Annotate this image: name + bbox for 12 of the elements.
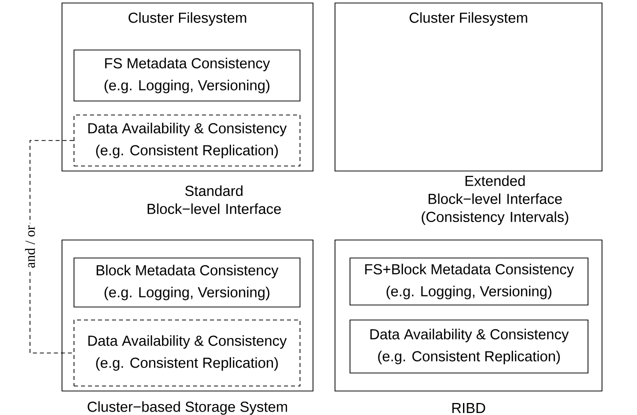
layer-box: Cluster Filesystem — [334, 2, 602, 172]
consistency-box: Block Metadata Consistency (e.g. Logging, Versioning) — [74, 258, 300, 308]
interface-label: Standard Block−level Interface — [148, 185, 281, 214]
consistency-box: FS+Block Metadata Consistency (e.g. Logging, Versioning) — [350, 258, 588, 306]
consistency-box: Data Availability & Consistency (e.g. Consistent Replication) — [350, 320, 588, 374]
consistency-box: Data Availability & Consistency (e.g. Consistent Replication) — [74, 114, 300, 166]
node-label: Cluster−based Storage System — [88, 401, 288, 415]
consistency-box: Data Availability & Consistency (e.g. Consistent Replication) — [74, 320, 300, 386]
edge-label: and / or — [23, 223, 37, 270]
interface-label: Extended Block−level Interface (Consistency Intervals) — [422, 175, 568, 225]
node-label: RIBD — [452, 403, 486, 413]
consistency-box: FS Metadata Consistency (e.g. Logging, Versioning) — [74, 50, 300, 102]
